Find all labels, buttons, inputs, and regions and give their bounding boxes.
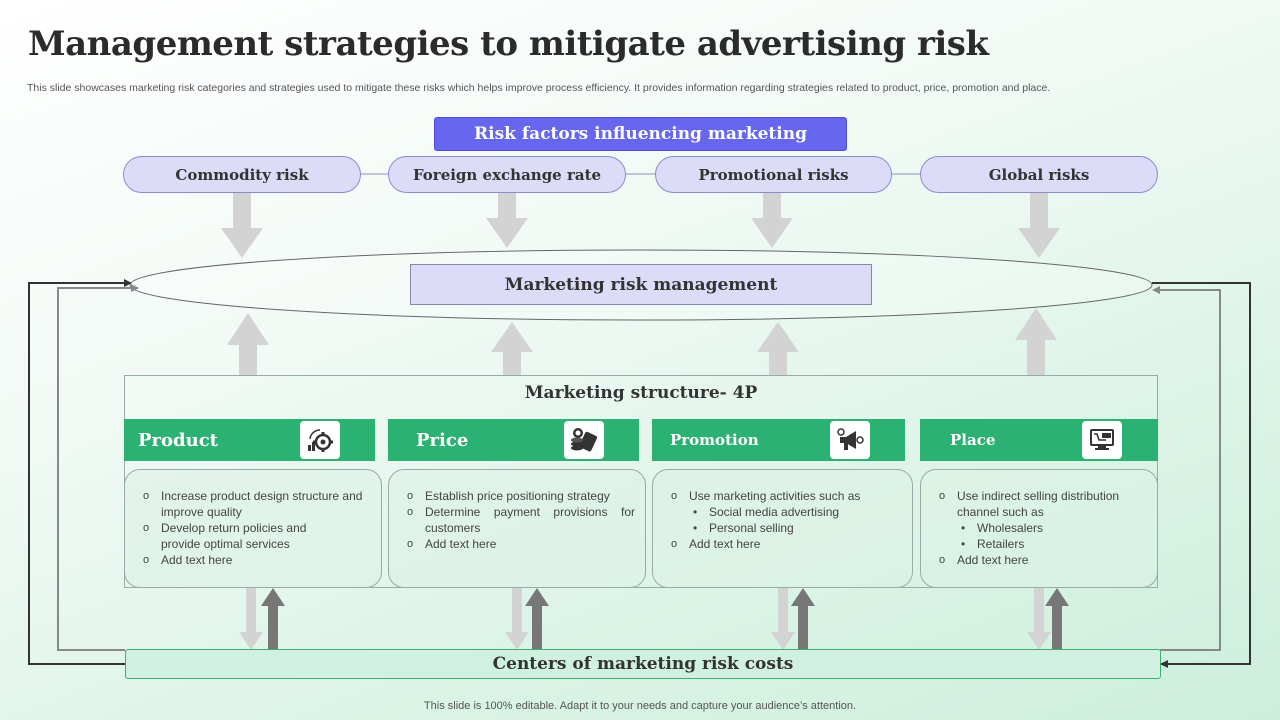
down-arrow-global [1018,193,1060,258]
page-subtitle: This slide showcases marketing risk cate… [27,82,1051,94]
right-inner-arrowhead [1152,286,1160,294]
footer-note: This slide is 100% editable. Adapt it to… [423,700,857,712]
bottom-down-arrow-1 [239,588,263,650]
bottom-down-arrow-4 [1027,588,1051,650]
bottom-up-arrow-3 [791,588,815,650]
sub-list-item: Wholesalers [939,520,1147,536]
megaphone-icon [830,421,870,459]
shopping-screen-icon [1082,421,1122,459]
down-arrow-commodity [221,193,263,258]
promotion-header: Promotion [652,419,905,461]
price-label: Price [416,429,469,451]
sub-list-item: Retailers [939,536,1147,552]
list-item: Increase product design structure and im… [143,488,371,520]
product-header: Product [124,419,375,461]
price-header: Price [388,419,639,461]
gear-icon [300,421,340,459]
pill-commodity-risk: Commodity risk [123,156,361,193]
left-outer-arrowhead [124,279,132,287]
page-title: Management strategies to mitigate advert… [28,24,989,64]
bottom-down-arrow-2 [505,588,529,650]
marketing-risk-management-box: Marketing risk management [410,264,872,305]
left-outer-loop [28,282,130,665]
centers-of-risk-costs-box: Centers of marketing risk costs [125,649,1161,679]
place-strategies-box: Use indirect selling distribution channe… [920,469,1158,588]
place-header: Place [920,419,1158,461]
left-inner-arrowhead [131,284,139,292]
list-item: Use indirect selling distribution channe… [939,488,1147,520]
up-arrow-2 [491,322,533,375]
bottom-up-arrow-1 [261,588,285,650]
up-arrow-3 [757,322,799,375]
pill-promotional-risks: Promotional risks [655,156,892,193]
bottom-up-arrow-2 [525,588,549,650]
right-inner-loop [1157,289,1221,651]
sub-list-item: Personal selling [671,520,902,536]
up-arrow-1 [227,313,269,375]
money-icon [564,421,604,459]
left-inner-loop [57,287,138,651]
list-item: Develop return policies and provide opti… [143,520,333,552]
promotion-strategies-box: Use marketing activities such as Social … [652,469,913,588]
list-item: Establish price positioning strategy [407,488,635,504]
down-arrow-foreign [486,193,528,248]
price-strategies-box: Establish price positioning strategy Det… [388,469,646,588]
product-label: Product [138,429,218,451]
list-item: Use marketing activities such as [671,488,902,504]
list-item: Add text here [407,536,635,552]
sub-list-item: Social media advertising [671,504,902,520]
list-item: Add text here [143,552,371,568]
list-item: Add text here [939,552,1147,568]
bottom-up-arrow-4 [1045,588,1069,650]
place-label: Place [950,431,996,449]
risk-factors-header: Risk factors influencing marketing [434,117,847,151]
down-arrow-promotional [751,193,793,248]
up-arrow-4 [1015,308,1057,375]
right-outer-loop [1152,282,1251,665]
pill-foreign-exchange-rate: Foreign exchange rate [388,156,626,193]
marketing-structure-title: Marketing structure- 4P [524,383,758,403]
list-item: Add text here [671,536,902,552]
bottom-down-arrow-3 [771,588,795,650]
right-outer-arrowhead [1160,660,1168,668]
promotion-label: Promotion [670,431,759,449]
pill-global-risks: Global risks [920,156,1158,193]
product-strategies-box: Increase product design structure and im… [124,469,382,588]
list-item: Determine payment provisions for custome… [407,504,635,536]
